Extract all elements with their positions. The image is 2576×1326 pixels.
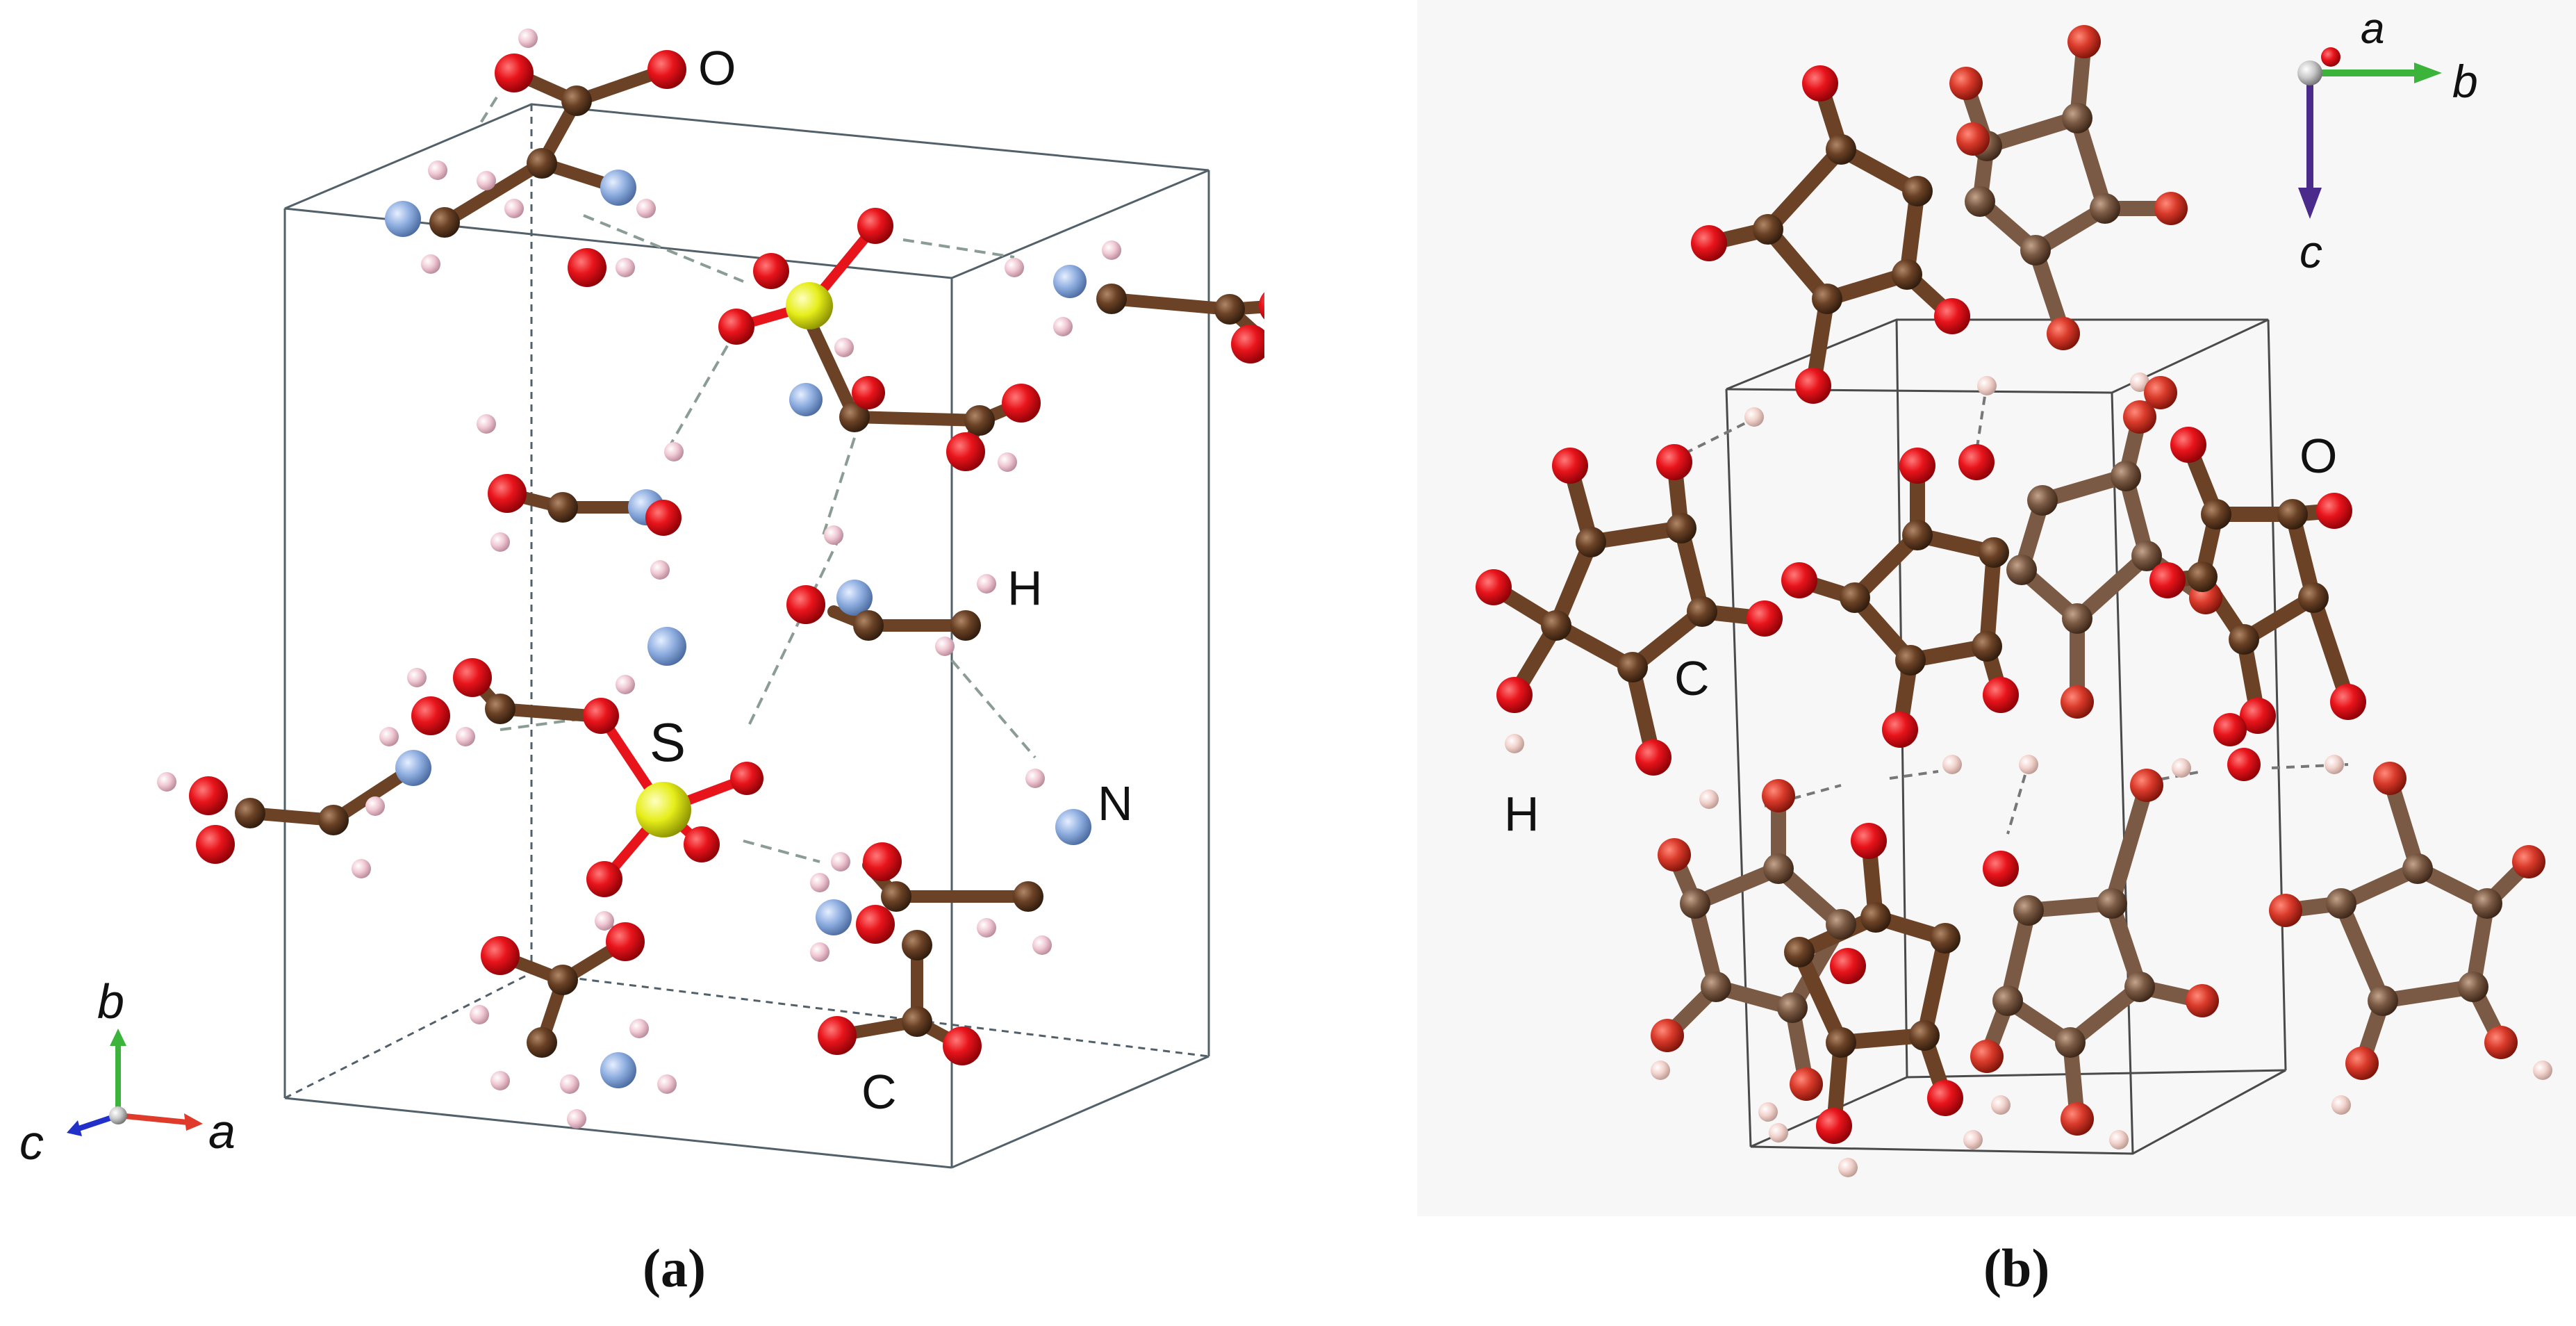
atom-label-h: H xyxy=(1007,561,1043,615)
atoms-a xyxy=(157,28,1264,1129)
atom-label-n: N xyxy=(1098,776,1133,830)
atom-label-c-b: C xyxy=(1674,651,1710,705)
crystal-structure-a: O H S N C b c a xyxy=(19,28,1264,1170)
axis-label-a-b: a xyxy=(2361,5,2384,53)
atom-label-o-b: O xyxy=(2300,429,2337,483)
axis-label-b-b: b xyxy=(2452,56,2478,107)
axis-triad-b xyxy=(2297,47,2442,219)
atoms-b xyxy=(1476,25,2552,1177)
panel-a: O H S N C b c a xyxy=(0,0,1264,1326)
atom-label-o: O xyxy=(698,41,736,95)
axis-label-c: c xyxy=(19,1115,44,1170)
axis-label-c-b: c xyxy=(2300,226,2322,277)
axis-triad-a xyxy=(67,1029,203,1136)
axis-label-b: b xyxy=(97,974,124,1029)
atom-label-c: C xyxy=(861,1065,897,1119)
axis-label-a: a xyxy=(208,1104,236,1159)
panel-b: O C H a b c xyxy=(1417,0,2576,1326)
crystal-structure-b: O C H a b c xyxy=(1417,0,2576,1216)
atom-label-h-b: H xyxy=(1504,787,1539,841)
caption-b: (b) xyxy=(1983,1238,2050,1298)
atom-label-s: S xyxy=(650,712,686,773)
caption-a: (a) xyxy=(643,1238,706,1298)
